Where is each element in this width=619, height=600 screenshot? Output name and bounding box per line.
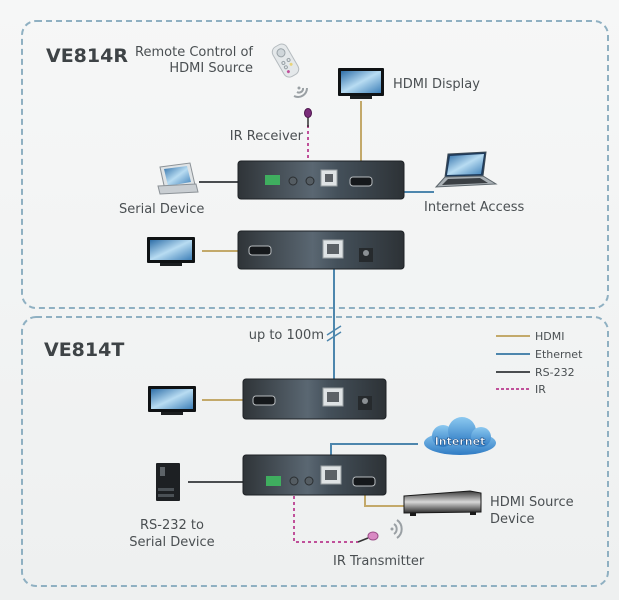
ir-receiver-label: IR Receiver bbox=[230, 129, 304, 144]
transmitter-section-frame bbox=[21, 316, 609, 587]
remote-control-label-line2: HDMI Source bbox=[169, 61, 253, 76]
legend-label-rs232: RS-232 bbox=[535, 366, 575, 379]
hdmi-source-label-line2: Device bbox=[490, 512, 534, 527]
pc-tower-icon bbox=[156, 463, 180, 501]
ir-transmitter-label: IR Transmitter bbox=[333, 554, 425, 569]
receiver-section-frame bbox=[21, 20, 609, 309]
internet-cloud-icon: Internet bbox=[424, 417, 496, 455]
ir-port-1 bbox=[288, 176, 298, 186]
hdmi-display-icon bbox=[338, 68, 384, 99]
break-mark-1 bbox=[326, 325, 342, 336]
legend-label-hdmi: HDMI bbox=[535, 330, 564, 343]
serial-device-label: Serial Device bbox=[119, 202, 204, 217]
hdmi-source-label-line1: HDMI Source bbox=[490, 495, 574, 510]
serial-device-icon bbox=[157, 162, 199, 195]
internet-cloud-label: Internet bbox=[435, 435, 486, 448]
transmitter-title: VE814T bbox=[44, 339, 124, 361]
rs232-label-line1: RS-232 to bbox=[140, 518, 204, 533]
remote-control-icon bbox=[271, 43, 300, 78]
laptop-icon bbox=[434, 151, 498, 188]
hdmi-port bbox=[248, 245, 272, 256]
hdmi-source-device-icon bbox=[403, 490, 482, 516]
hdmi-port bbox=[252, 395, 276, 406]
hdmi-port bbox=[352, 476, 376, 487]
remote-control-label-line1: Remote Control of bbox=[135, 45, 253, 60]
ir-port-2 bbox=[305, 176, 315, 186]
internet-access-label: Internet Access bbox=[424, 200, 524, 215]
rs232-label-line2: Serial Device bbox=[129, 535, 214, 550]
legend-label-ir: IR bbox=[535, 383, 546, 396]
local-monitor-icon bbox=[148, 386, 196, 415]
rs232-terminal-port bbox=[265, 175, 280, 185]
ir-transmit-waves-icon bbox=[390, 519, 403, 539]
distance-label: up to 100m bbox=[249, 328, 324, 343]
hdmi-display-label: HDMI Display bbox=[393, 77, 480, 92]
ir-transmitter-icon bbox=[357, 531, 379, 543]
cable-ir-transmitter bbox=[293, 490, 358, 543]
receiver-title: VE814R bbox=[46, 45, 128, 67]
legend-label-ethernet: Ethernet bbox=[535, 348, 583, 361]
ir-signal-waves-icon bbox=[293, 86, 308, 98]
ve814t-unit-back bbox=[242, 378, 387, 420]
ir-port-2 bbox=[304, 476, 314, 486]
ir-port-1 bbox=[289, 476, 299, 486]
ve814r-unit-front bbox=[237, 160, 405, 200]
hdmi-port bbox=[349, 176, 373, 187]
break-mark-2 bbox=[326, 331, 342, 342]
ve814r-unit-back bbox=[237, 230, 405, 270]
rs232-terminal-port bbox=[266, 476, 281, 486]
monitor-icon bbox=[147, 237, 195, 266]
ir-receiver-icon bbox=[304, 108, 312, 118]
legend: HDMI Ethernet RS-232 IR bbox=[496, 330, 583, 396]
ve814t-unit-front bbox=[242, 454, 387, 496]
